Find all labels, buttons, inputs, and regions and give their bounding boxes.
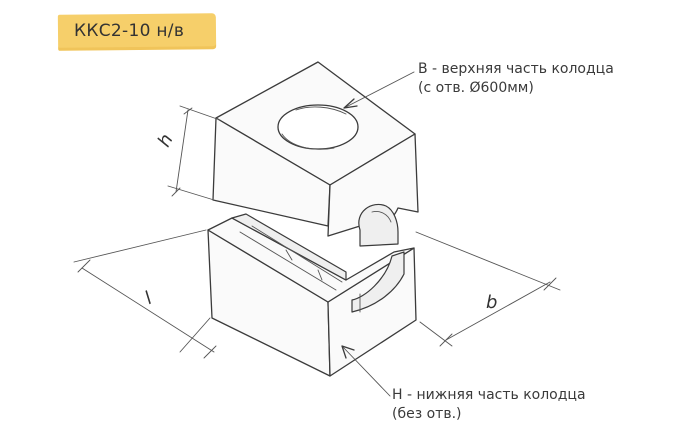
upper-part — [212, 61, 419, 247]
dimension-b-label: b — [486, 292, 498, 313]
diagram-title: ККС2-10 н/в — [74, 21, 185, 41]
top-opening — [277, 104, 359, 150]
lower-part-annotation: Н - нижняя часть колодца (без отв.) — [392, 386, 586, 424]
dimension-lines — [73, 105, 561, 359]
leader-lines — [341, 71, 415, 397]
lower-part-sublabel: (без отв.) — [392, 406, 462, 422]
upper-part-label: В - верхняя часть колодца — [418, 61, 614, 77]
lower-part — [207, 213, 417, 377]
lower-part-label: Н - нижняя часть колодца — [392, 387, 586, 403]
upper-part-annotation: В - верхняя часть колодца (с отв. Ø600мм… — [418, 60, 614, 98]
upper-part-sublabel: (с отв. Ø600мм) — [418, 80, 534, 96]
